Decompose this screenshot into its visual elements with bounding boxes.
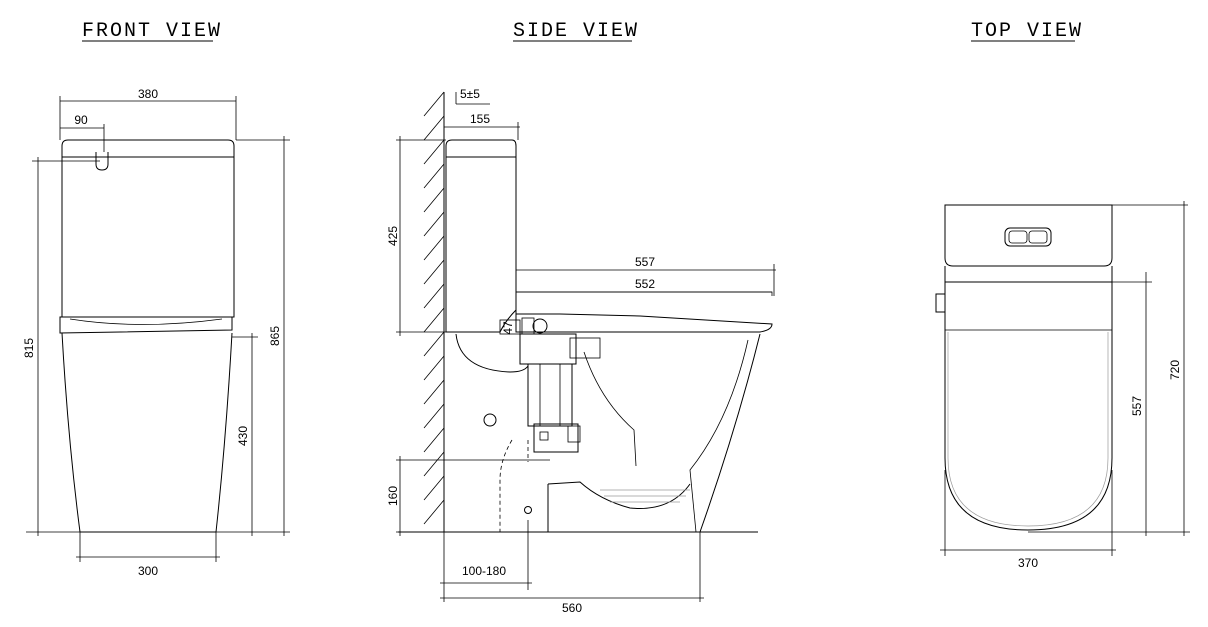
side-bowl-rear (455, 333, 529, 373)
side-water-lines (600, 489, 690, 503)
side-tank-lid (445, 139, 517, 158)
side-fixing-hole-upper (483, 413, 497, 427)
dim-front-total-height: 865 (268, 326, 282, 346)
front-seat-curve (69, 318, 223, 325)
dim-side-tank-height: 425 (386, 226, 400, 246)
side-outlet-pipe (499, 439, 513, 532)
front-tank-lid (61, 139, 235, 158)
dim-top-depth-total: 720 (1168, 360, 1182, 380)
dim-side-overall-depth: 560 (562, 601, 582, 615)
side-view: SIDE VIEW (386, 20, 776, 615)
side-water-surface (547, 481, 691, 509)
dim-side-seat-inner: 552 (635, 277, 655, 291)
side-bowl-front (699, 333, 761, 533)
top-flush-button-right (1028, 230, 1048, 244)
side-mechanism (499, 319, 601, 453)
side-hinge (532, 318, 548, 334)
top-tank (944, 204, 1113, 267)
side-trapway (583, 351, 637, 467)
top-view: TOP VIEW 720 557 370 (935, 20, 1190, 570)
dim-top-depth-seat: 557 (1130, 396, 1144, 416)
dim-front-base-width: 300 (138, 564, 158, 578)
front-tank-body (61, 156, 235, 318)
dim-side-tank-depth: 155 (470, 112, 490, 126)
side-tank-body (445, 156, 517, 333)
side-view-title: SIDE VIEW (513, 20, 639, 43)
dim-side-floor-height: 160 (386, 486, 400, 506)
side-fixing-hole-lower (524, 506, 532, 514)
side-dims: 5±5 155 425 557 552 47 160 100-180 (386, 87, 776, 615)
top-flush-plate (1004, 227, 1052, 247)
top-seat-inner (947, 332, 1109, 527)
dim-front-tank-height: 815 (22, 338, 36, 358)
front-bowl (61, 332, 233, 533)
top-view-title: TOP VIEW (971, 20, 1083, 43)
top-side-handle (935, 293, 946, 313)
side-seat-ref (516, 291, 773, 296)
dim-side-small: 47 (501, 321, 515, 335)
dim-side-outlet-range: 100-180 (462, 564, 506, 578)
dim-top-width: 370 (1018, 556, 1038, 570)
front-seat (59, 316, 233, 334)
side-bowl-inner (689, 339, 749, 533)
top-flush-button-left (1008, 230, 1028, 244)
dim-front-width: 380 (138, 87, 158, 101)
front-dims: 380 90 865 815 430 300 (22, 87, 290, 578)
top-seat (944, 281, 1113, 531)
dim-front-button-offset: 90 (74, 113, 88, 127)
dim-side-seat-outer: 557 (635, 255, 655, 269)
side-seat (515, 296, 773, 333)
wall-hatching (423, 91, 445, 525)
top-dims: 720 557 370 (940, 201, 1190, 570)
front-flush-button (95, 152, 109, 171)
front-view: FRONT VIEW 380 90 865 815 4 (22, 20, 290, 578)
dim-front-bowl-height: 430 (236, 426, 250, 446)
front-view-title: FRONT VIEW (82, 20, 222, 43)
dim-side-wall-gap: 5±5 (460, 87, 480, 101)
